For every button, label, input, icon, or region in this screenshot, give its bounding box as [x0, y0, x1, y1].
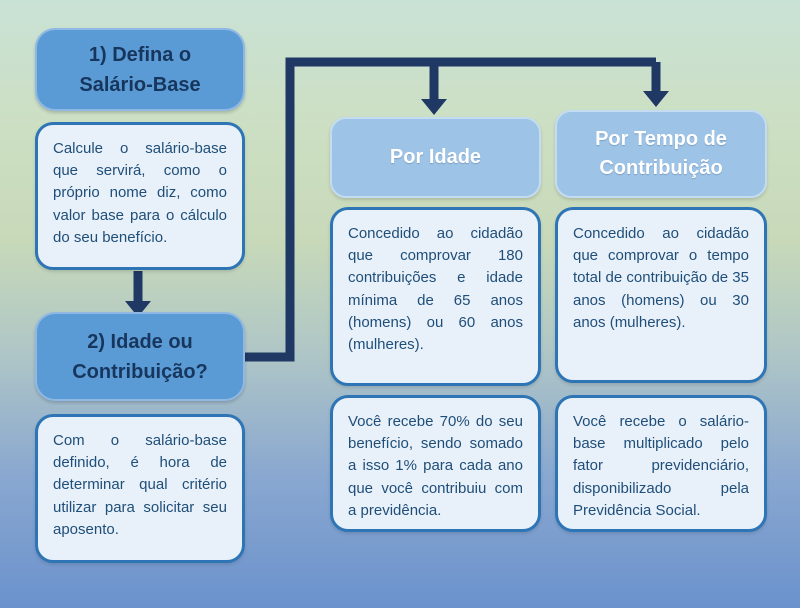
branch-tempo-result: Você recebe o salário-base multiplicado … — [555, 395, 767, 532]
arrowhead-por-idade — [421, 99, 447, 115]
branch-idade-condition: Concedido ao cidadão que comprovar 180 c… — [330, 207, 541, 386]
branch-tempo-result-text: Você recebe o salário-base multiplicado … — [573, 413, 749, 519]
branch-tempo-condition: Concedido ao cidadão que comprovar o tem… — [555, 207, 767, 383]
arrowhead-por-tempo — [643, 91, 669, 107]
branch-tempo-title: Por Tempo de Contribuição — [595, 128, 727, 179]
branch-idade-condition-text: Concedido ao cidadão que comprovar 180 c… — [348, 225, 523, 353]
branch-idade-title: Por Idade — [389, 146, 482, 168]
branch-idade-result: Você recebe 70% do seu benefício, sendo … — [330, 395, 541, 532]
branch-idade-result-text: Você recebe 70% do seu benefício, sendo … — [348, 413, 523, 519]
arrowhead-step2 — [125, 301, 151, 317]
step-1-header: 1) Defina o Salário-Base — [35, 28, 245, 111]
step-1-description: Calcule o salário-base que servirá, como… — [35, 122, 245, 270]
step-2-description-text: Com o salário-base definido, é hora de d… — [53, 432, 227, 538]
step-1-description-text: Calcule o salário-base que servirá, como… — [53, 140, 227, 246]
step-1-title: 1) Defina o Salário-Base — [79, 43, 201, 96]
connector-step2-to-branches — [245, 57, 656, 362]
step-2-description: Com o salário-base definido, é hora de d… — [35, 414, 245, 563]
step-2-header: 2) Idade ou Contribuição? — [35, 312, 245, 401]
step-2-title: 2) Idade ou Contribuição? — [72, 330, 208, 383]
branch-tempo-condition-text: Concedido ao cidadão que comprovar o tem… — [573, 225, 749, 331]
branch-tempo-header: Por Tempo de Contribuição — [555, 110, 767, 198]
branch-idade-header: Por Idade — [330, 117, 541, 198]
